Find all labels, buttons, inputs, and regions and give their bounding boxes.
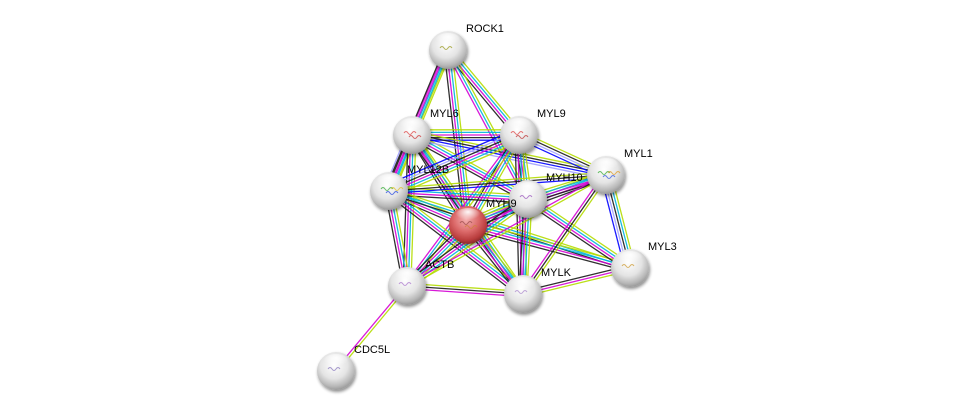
edge-line-textmining (407, 175, 607, 288)
sphere-highlight (515, 182, 541, 198)
edge-line-homology (387, 130, 518, 189)
node-rock1[interactable]: ROCK1 (429, 23, 504, 69)
edge-line-coexpression (388, 133, 519, 191)
edge-line-homology (411, 138, 606, 180)
edge-myl1-mylk[interactable] (520, 173, 609, 296)
edge-line-experiments (445, 50, 527, 201)
edge-line-databases (389, 189, 529, 199)
edge-line-experiments (388, 191, 528, 201)
edge-line-coexpression (514, 135, 520, 295)
edge-line-cooccurrence (389, 176, 607, 195)
node-myl12b[interactable]: MYL12B (370, 164, 449, 210)
edge-line-coexpression (406, 285, 524, 295)
edge-rock1-myh10[interactable] (445, 48, 531, 201)
edge-line-databases (388, 190, 631, 269)
edge-line-coexpression (525, 201, 629, 272)
edge-line-experiments (467, 225, 630, 270)
edge-line-databases (390, 137, 521, 196)
node-label: MYL3 (648, 241, 677, 253)
edge-myl9-myl12b[interactable] (386, 128, 522, 198)
edge-line-experiments (406, 173, 606, 286)
protein-structure-icon (515, 135, 529, 139)
edge-line-databases (407, 135, 414, 287)
node-label: MYLK (541, 267, 572, 279)
edge-actb-mylk[interactable] (406, 282, 524, 298)
edge-line-coexpression (388, 174, 607, 192)
sphere-highlight (376, 174, 402, 190)
edge-line-textmining (468, 220, 632, 265)
edge-line-textmining (529, 195, 633, 266)
edge-line-experiments (406, 287, 523, 298)
edge-line-coexpression (522, 174, 607, 295)
edge-myl1-actb[interactable] (406, 173, 607, 288)
sphere-highlight (394, 269, 420, 285)
node-label: MYL6 (430, 108, 459, 120)
sphere-highlight (593, 158, 619, 174)
edge-line-experiments (520, 173, 605, 293)
node-myh10[interactable]: MYH10 (509, 172, 583, 218)
sphere-highlight (617, 251, 643, 267)
node-label: ROCK1 (466, 23, 504, 35)
sphere-highlight (399, 118, 425, 134)
edge-myl12b-myl1[interactable] (388, 171, 607, 195)
protein-structure-icon (464, 225, 478, 229)
edge-line-textmining (389, 186, 529, 196)
node-myl3[interactable]: MYL3 (611, 241, 677, 287)
node-label: MYL12B (407, 164, 449, 176)
node-actb[interactable]: ACTB (388, 259, 454, 305)
node-myl9[interactable]: MYL9 (500, 108, 566, 154)
node-myl6[interactable]: MYL6 (393, 108, 459, 154)
sphere-highlight (455, 208, 481, 224)
node-label: CDC5L (354, 344, 390, 356)
protein-structure-icon (602, 175, 616, 179)
sphere-highlight (435, 33, 461, 49)
edge-line-databases (447, 49, 529, 200)
edge-line-coexpression (409, 137, 527, 203)
protein-structure-icon (385, 191, 399, 195)
sphere-highlight (506, 118, 532, 134)
edge-line-cooccurrence (386, 128, 517, 186)
node-label: ACTB (425, 259, 454, 271)
node-label: MYH10 (546, 172, 583, 184)
node-label: MYL1 (624, 148, 653, 160)
edge-line-textmining (391, 140, 522, 198)
edge-line-textmining (388, 171, 606, 190)
edge-line-textmining (524, 176, 609, 296)
node-myh9[interactable]: MYH9 (449, 198, 517, 244)
node-myl1[interactable]: MYL1 (587, 148, 653, 194)
edge-myl12b-myh10[interactable] (388, 186, 529, 204)
protein-structure-icon (408, 135, 422, 139)
sphere-highlight (510, 277, 536, 293)
node-cdc5l[interactable]: CDC5L (317, 344, 390, 390)
edge-line-databases (412, 133, 529, 199)
edge-line-textmining (449, 48, 531, 199)
edge-line-experiments (411, 135, 528, 201)
sphere-highlight (323, 354, 349, 370)
node-label: MYL9 (537, 108, 566, 120)
edge-line-databases (468, 223, 631, 268)
edge-line-experiments (389, 135, 520, 193)
node-mylk[interactable]: MYLK (504, 267, 572, 313)
node-label: MYH9 (486, 198, 517, 210)
edge-line-textmining (407, 282, 524, 293)
